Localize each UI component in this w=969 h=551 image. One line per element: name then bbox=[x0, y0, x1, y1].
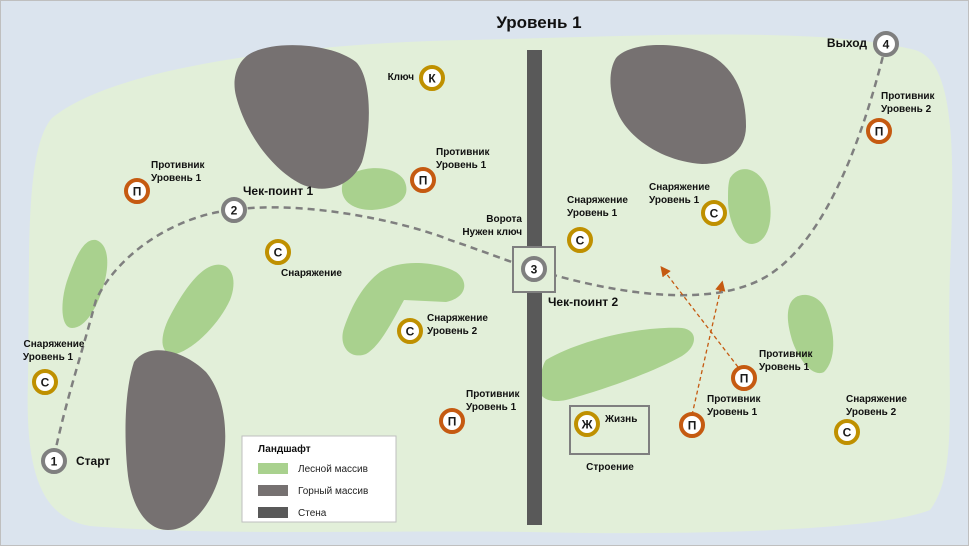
legend-label: Лесной массив bbox=[298, 464, 368, 475]
enemy-movement-arrow bbox=[691, 280, 726, 416]
forest-area bbox=[342, 262, 465, 356]
enemy-label-line1: Противник bbox=[436, 147, 491, 158]
enemy-marker: П Противник Уровень 1 bbox=[410, 147, 491, 193]
building-label: Строение bbox=[586, 462, 634, 473]
enemy-icon: П bbox=[133, 185, 142, 199]
gear-label-line1: Снаряжение bbox=[281, 268, 342, 279]
gear-label-line1: Снаряжение bbox=[24, 339, 85, 350]
checkpoint-label: Старт bbox=[76, 454, 110, 468]
checkpoint-label: Чек-поинт 1 bbox=[243, 184, 314, 198]
mountain-area bbox=[610, 45, 746, 164]
gear-item: С Снаряжение Уровень 2 bbox=[397, 313, 488, 344]
checkpoint-label: Чек-поинт 2 bbox=[548, 295, 619, 309]
life-label: Жизнь bbox=[604, 414, 637, 425]
gear-label-line2: Уровень 1 bbox=[567, 208, 618, 219]
mountain-area bbox=[234, 45, 369, 189]
gear-label-line2: Уровень 1 bbox=[649, 195, 700, 206]
enemy-label-line2: Уровень 1 bbox=[436, 160, 487, 171]
enemy-marker: П Противник Уровень 1 bbox=[124, 160, 206, 204]
legend: Ландшафт Лесной массив Горный массив Сте… bbox=[241, 435, 397, 523]
checkpoint-number: 2 bbox=[231, 204, 238, 218]
gear-label-line1: Снаряжение bbox=[649, 182, 710, 193]
forest-area bbox=[62, 239, 108, 328]
gate-note-line1: Ворота bbox=[486, 214, 522, 225]
enemy-label-line2: Уровень 1 bbox=[151, 173, 202, 184]
enemy-label-line2: Уровень 1 bbox=[466, 402, 517, 413]
checkpoint-1: 2 Чек-поинт 1 bbox=[221, 184, 314, 223]
legend-swatch-forest bbox=[258, 463, 288, 474]
legend-swatch-mountain bbox=[258, 485, 288, 496]
life-item: Ж Жизнь bbox=[574, 411, 637, 437]
enemy-icon: П bbox=[688, 419, 697, 433]
gate-note-line2: Нужен ключ bbox=[462, 227, 522, 238]
checkpoint-number: 4 bbox=[883, 38, 890, 52]
gear-icon: С bbox=[710, 207, 719, 221]
gear-label-line1: Снаряжение bbox=[427, 313, 488, 324]
gear-label-line2: Уровень 1 bbox=[23, 352, 74, 363]
gear-icon: С bbox=[41, 376, 50, 390]
checkpoint-label: Выход bbox=[827, 36, 867, 50]
enemy-label-line2: Уровень 1 bbox=[707, 407, 758, 418]
enemy-marker: П Противник Уровень 1 bbox=[439, 389, 521, 434]
enemy-marker: П Противник Уровень 1 bbox=[679, 394, 762, 438]
gear-item: С Снаряжение bbox=[265, 239, 342, 279]
gear-icon: С bbox=[843, 426, 852, 440]
gear-item: С Снаряжение Уровень 1 bbox=[23, 339, 85, 395]
gear-label-line1: Снаряжение bbox=[567, 195, 628, 206]
key-label: Ключ bbox=[388, 72, 415, 83]
enemy-icon: П bbox=[419, 174, 428, 188]
legend-label: Горный массив bbox=[298, 486, 368, 497]
gear-icon: С bbox=[406, 325, 415, 339]
gear-icon: С bbox=[576, 234, 585, 248]
gear-label-line2: Уровень 2 bbox=[427, 326, 478, 337]
gear-item: С Снаряжение Уровень 2 bbox=[834, 394, 907, 445]
enemy-label-line1: Противник bbox=[707, 394, 762, 405]
enemy-icon: П bbox=[740, 372, 749, 386]
checkpoint-exit: 4 Выход bbox=[827, 31, 899, 57]
route-path bbox=[52, 47, 887, 458]
forest-area bbox=[787, 294, 834, 374]
key-icon: К bbox=[428, 72, 436, 86]
legend-swatch-wall bbox=[258, 507, 288, 518]
checkpoint-number: 3 bbox=[531, 263, 538, 277]
gear-item: С Снаряжение Уровень 1 bbox=[649, 182, 727, 226]
enemy-label-line1: Противник bbox=[881, 91, 936, 102]
checkpoint-start: 1 Старт bbox=[41, 448, 110, 474]
building-outline bbox=[569, 405, 650, 455]
enemy-label-line1: Противник bbox=[759, 349, 814, 360]
enemy-label-line1: Противник bbox=[466, 389, 521, 400]
checkpoint-number: 1 bbox=[51, 455, 58, 469]
gear-item: С Снаряжение Уровень 1 bbox=[567, 195, 628, 253]
forest-area bbox=[539, 327, 694, 402]
legend-label: Стена bbox=[298, 508, 327, 519]
key-item: К Ключ bbox=[388, 65, 445, 91]
forest-area bbox=[341, 168, 407, 210]
enemy-marker: П Противник Уровень 2 bbox=[866, 91, 936, 144]
enemy-marker: П Противник Уровень 1 bbox=[731, 349, 814, 391]
life-icon: Ж bbox=[581, 418, 593, 432]
gear-label-line1: Снаряжение bbox=[846, 394, 907, 405]
gear-label-line2: Уровень 2 bbox=[846, 407, 897, 418]
enemy-label-line2: Уровень 1 bbox=[759, 362, 810, 373]
forest-area bbox=[162, 264, 234, 355]
enemy-label-line2: Уровень 2 bbox=[881, 104, 932, 115]
forest-area bbox=[728, 169, 771, 244]
map-title: Уровень 1 bbox=[496, 13, 581, 32]
gear-icon: С bbox=[274, 246, 283, 260]
legend-title: Ландшафт bbox=[258, 443, 311, 455]
enemy-label-line1: Противник bbox=[151, 160, 206, 171]
checkpoint-2: 3 Чек-поинт 2 Ворота Нужен ключ bbox=[462, 214, 618, 309]
enemy-icon: П bbox=[875, 125, 884, 139]
mountain-area bbox=[125, 350, 226, 530]
enemy-icon: П bbox=[448, 415, 457, 429]
